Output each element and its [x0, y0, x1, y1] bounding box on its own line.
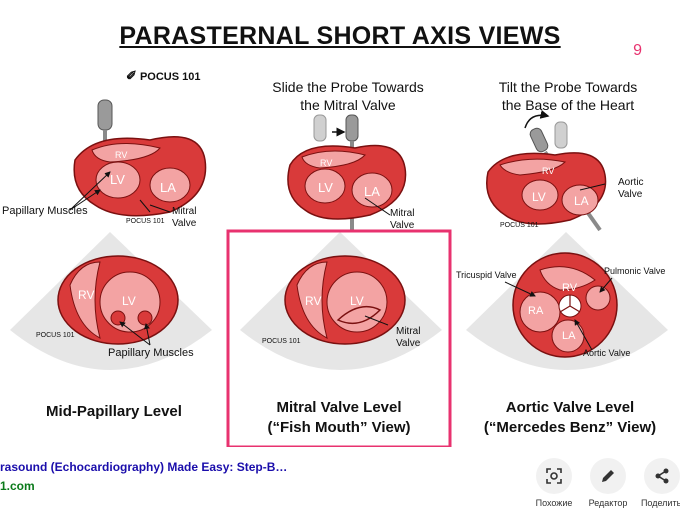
caption-mid-papillary: Mid-Papillary Level: [46, 403, 182, 420]
share-icon: [644, 458, 680, 494]
lv-label: LV: [350, 294, 364, 308]
pocus-small-logo: POCUS 101: [126, 218, 165, 225]
papillary-muscles-label: Papillary Muscles: [2, 205, 88, 217]
similar-button[interactable]: Похожие: [528, 458, 580, 508]
rv-label: RV: [78, 288, 95, 302]
rv-label: RV: [562, 282, 578, 294]
visual-search-icon: [536, 458, 572, 494]
probe-ghost-icon: [554, 121, 568, 149]
pocus-small-logo: POCUS 101: [36, 332, 75, 339]
heart-long-axis-mid: [287, 144, 407, 220]
rv-label: RV: [115, 150, 128, 160]
la-label: LA: [562, 330, 576, 342]
lv-label: LV: [110, 172, 125, 187]
caption-mitral: Mitral Valve Level(“Fish Mouth” View): [267, 399, 411, 436]
pulmonic-valve-label: Pulmonic Valve: [604, 266, 666, 276]
la-label: LA: [574, 194, 589, 208]
page-number: 9: [633, 42, 642, 59]
lv-label: LV: [122, 294, 136, 308]
short-axis-papillary: [57, 255, 179, 345]
caption-aortic: Aortic Valve Level(“Mercedes Benz” View): [483, 399, 657, 436]
la-label: LA: [364, 184, 380, 199]
probe-ghost-icon: [313, 114, 327, 142]
share-button[interactable]: Поделиты: [636, 458, 680, 508]
tricuspid-valve-label: Tricuspid Valve: [456, 270, 517, 280]
papillary-muscles-label: Papillary Muscles: [108, 347, 194, 359]
pencil-icon: [590, 458, 626, 494]
editor-button[interactable]: Редактор: [582, 458, 634, 508]
short-axis-aortic: [512, 252, 618, 358]
lv-label: LV: [318, 180, 333, 195]
short-axis-mitral: [284, 255, 406, 345]
pocus-small-logo: POCUS 101: [262, 338, 301, 345]
tilt-arrow: [524, 109, 550, 129]
instruction-slide: Slide the Probe Towards the Mitral Valve: [272, 79, 424, 113]
aortic-valve-label-bottom: Aortic Valve: [583, 348, 631, 358]
diagram-title: PARASTERNAL SHORT AXIS VIEWS: [119, 22, 561, 50]
lv-label: LV: [532, 190, 546, 204]
source-title-link[interactable]: rasound (Echocardiography) Made Easy: St…: [0, 460, 288, 474]
la-label: LA: [160, 180, 176, 195]
diagram-graphics: [10, 99, 668, 449]
rv-label: RV: [305, 294, 322, 308]
rv-label: RV: [320, 158, 333, 168]
rv-label: RV: [542, 166, 555, 176]
pocus-small-logo: POCUS 101: [500, 222, 539, 229]
pocus-logo: ✐ POCUS 101: [126, 68, 201, 84]
logo-text: POCUS 101: [139, 71, 201, 83]
heart-long-axis-left: [73, 136, 207, 217]
heart-long-axis-right: [486, 152, 607, 225]
source-url[interactable]: 1.com: [0, 479, 35, 493]
probe-logo-icon: ✐: [126, 68, 137, 83]
instruction-tilt: Tilt the Probe Towards the Base of the H…: [498, 79, 638, 113]
ra-label: RA: [528, 305, 544, 317]
